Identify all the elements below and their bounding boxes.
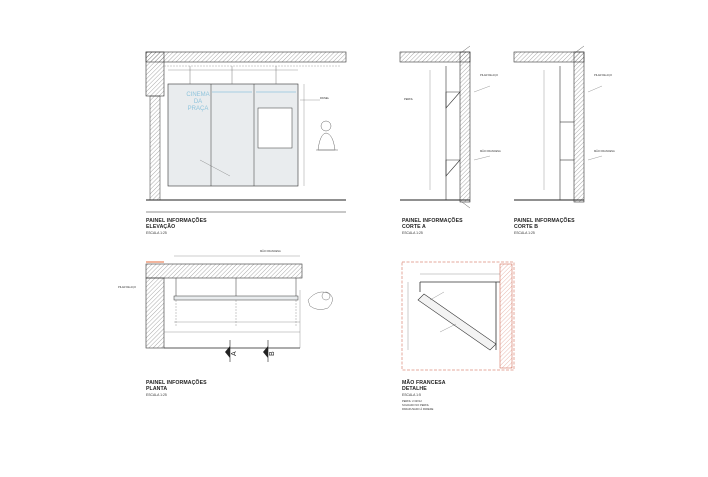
cut-mark [461, 45, 471, 53]
elevation-left-column [145, 51, 165, 97]
corte-a-bracket [445, 91, 461, 109]
planta-subtitle: PLANTA [146, 386, 168, 392]
elevation-title: PAINEL INFORMAÇÕES [146, 218, 207, 224]
cinema-word: PRAÇA [188, 106, 209, 112]
corte-b-drawing [513, 45, 603, 203]
elevation-ceiling-slab [145, 51, 347, 63]
cinema-word: CINEMA [186, 92, 209, 98]
corte-b-slab [513, 51, 585, 63]
corte-b-scale: ESCALA 1:25 [514, 231, 535, 235]
elevation-subtitle: ELEVAÇÃO [146, 224, 176, 230]
corte-a-title: PAINEL INFORMAÇÕES [402, 218, 463, 224]
detail-wall [499, 263, 513, 369]
cut-mark [461, 201, 471, 209]
section-label-a: A [231, 351, 238, 356]
corte-a-subtitle: CORTE A [402, 224, 426, 230]
planta-drawing: A B [145, 255, 333, 362]
leader-line [587, 85, 603, 93]
annotation-mao: MÃO FRANCESA [260, 250, 281, 253]
corte-b-subtitle: CORTE B [514, 224, 539, 230]
human-figure [317, 120, 336, 151]
mao-francesa-drawing [401, 261, 515, 371]
section-marker-a: A [225, 340, 238, 362]
leader-line [473, 155, 491, 161]
corte-b-wall [573, 51, 585, 203]
leader-line [199, 159, 231, 177]
elevation-left-wall [149, 95, 161, 201]
bracket-diagonal [417, 293, 497, 351]
corte-a-slab [399, 51, 471, 63]
cut-mark [575, 45, 585, 53]
leader-line [473, 85, 491, 93]
mao-francesa-title: MÃO FRANCESA [402, 380, 446, 386]
detail-border [401, 261, 515, 371]
annotation-pilar: PILAR DE AÇO [118, 286, 137, 289]
planta-scale: ESCALA 1:25 [146, 393, 167, 397]
planta-panel [173, 295, 299, 301]
planta-title: PAINEL INFORMAÇÕES [146, 380, 207, 386]
elevation-drawing: CINEMA DA PRAÇA [145, 51, 347, 213]
mao-francesa-subtitle: DETALHE [402, 386, 427, 392]
corte-a-wall [459, 51, 471, 203]
corte-a-bracket [445, 159, 461, 177]
leader-line [439, 323, 457, 333]
section-label-b: B [269, 351, 276, 356]
annotation-pilar: PILAR DE AÇO [594, 74, 613, 77]
annotation-mao: MÃO FRANCESA [480, 150, 501, 153]
cinema-word: DA [194, 99, 202, 105]
mao-francesa-note: PERFIL U 32X12 [402, 400, 422, 403]
annotation-perfil: PERFIL [404, 98, 414, 101]
annotation-mao: MÃO FRANCESA [594, 150, 615, 153]
annotation-pilar: PILAR DE AÇO [480, 74, 499, 77]
corte-a-drawing [399, 45, 491, 209]
mao-francesa-note: PARAFUSADO À PAREDE [402, 408, 434, 411]
leader-line [429, 291, 445, 301]
corte-b-title: PAINEL INFORMAÇÕES [514, 218, 575, 224]
section-marker-b: B [263, 340, 276, 362]
planta-column [145, 277, 165, 349]
planta-figure [307, 291, 333, 310]
panel-display-frame [257, 107, 293, 149]
mao-francesa-note: SOLDADO NO PERFIL [402, 404, 430, 407]
elevation-scale: ESCALA 1:25 [146, 231, 167, 235]
leader-line [587, 155, 603, 161]
planta-wall [145, 263, 303, 279]
corte-a-scale: ESCALA 1:25 [402, 231, 423, 235]
mao-francesa-scale: ESCALA 1:5 [402, 393, 421, 397]
annotation-painel: PAINEL [320, 97, 330, 100]
